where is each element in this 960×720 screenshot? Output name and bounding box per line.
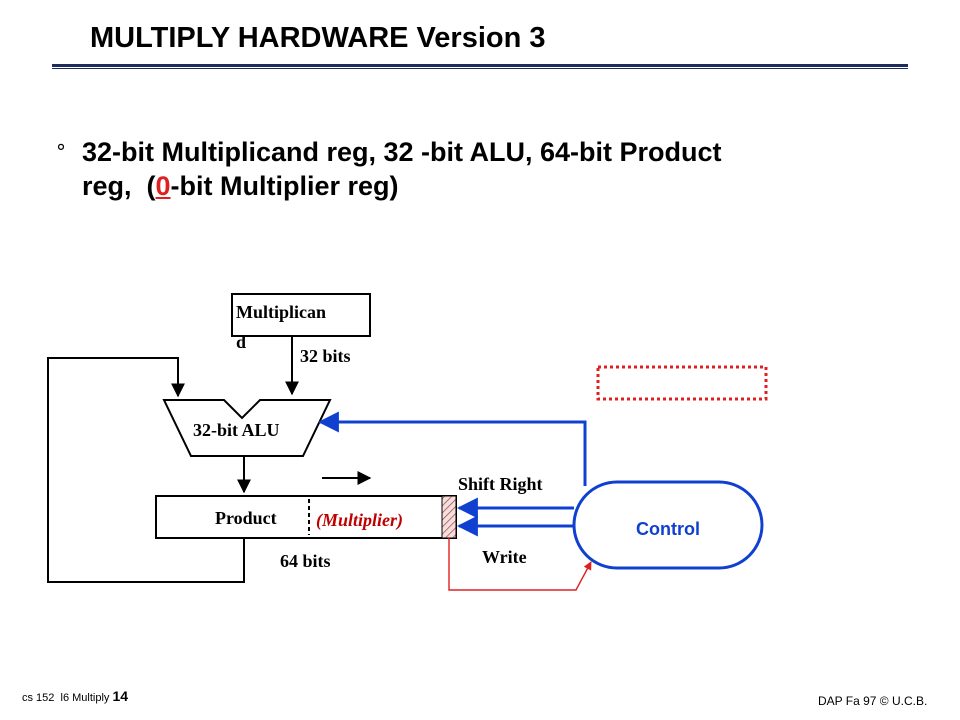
bullet-marker: ° — [56, 140, 66, 164]
dotted-placeholder-box — [596, 365, 768, 401]
footer-course-text: cs 152 l6 Multiply — [22, 692, 113, 704]
alu-label: 32-bit ALU — [193, 420, 280, 440]
multiplicand-bits-label: 32 bits — [300, 346, 351, 366]
title-rule-thin — [52, 68, 908, 69]
multiplier-label: (Multiplier) — [316, 510, 403, 531]
write-label: Write — [482, 547, 527, 567]
bullet-line-2: reg, (0-bit Multiplier reg) — [82, 169, 882, 203]
title-rule — [52, 64, 908, 67]
zero-highlight: 0 — [155, 171, 171, 201]
footer-course: cs 152 l6 Multiply 14 — [22, 688, 128, 704]
alu-shape — [162, 399, 332, 457]
product-register — [155, 495, 457, 539]
bullet-line-2-post: -bit Multiplier reg) — [170, 171, 399, 201]
control-label: Control — [636, 519, 700, 539]
product-label: Product — [215, 508, 277, 528]
footer-page-number: 14 — [112, 688, 129, 704]
multiplicand-label-line2: d — [236, 332, 246, 352]
bullet-line-1: 32-bit Multiplicand reg, 32 -bit ALU, 64… — [82, 137, 722, 167]
control-to-alu-wire — [317, 411, 587, 486]
shift-right-label: Shift Right — [458, 474, 543, 494]
bullet-text: 32-bit Multiplicand reg, 32 -bit ALU, 64… — [82, 135, 882, 203]
multiplicand-register — [231, 293, 371, 337]
bullet-line-2-pre: reg, ( — [82, 171, 156, 201]
slide-title: MULTIPLY HARDWARE Version 3 — [90, 22, 546, 54]
lsb-to-control-wire — [448, 538, 592, 591]
footer-copyright: DAP Fa 97 © U.C.B. — [818, 694, 928, 708]
multiplicand-label-line1: Multiplican — [236, 302, 326, 322]
product-bits-label: 64 bits — [280, 551, 331, 571]
product-lsb-hatch — [441, 495, 457, 539]
product-feedback-wire — [47, 357, 245, 583]
